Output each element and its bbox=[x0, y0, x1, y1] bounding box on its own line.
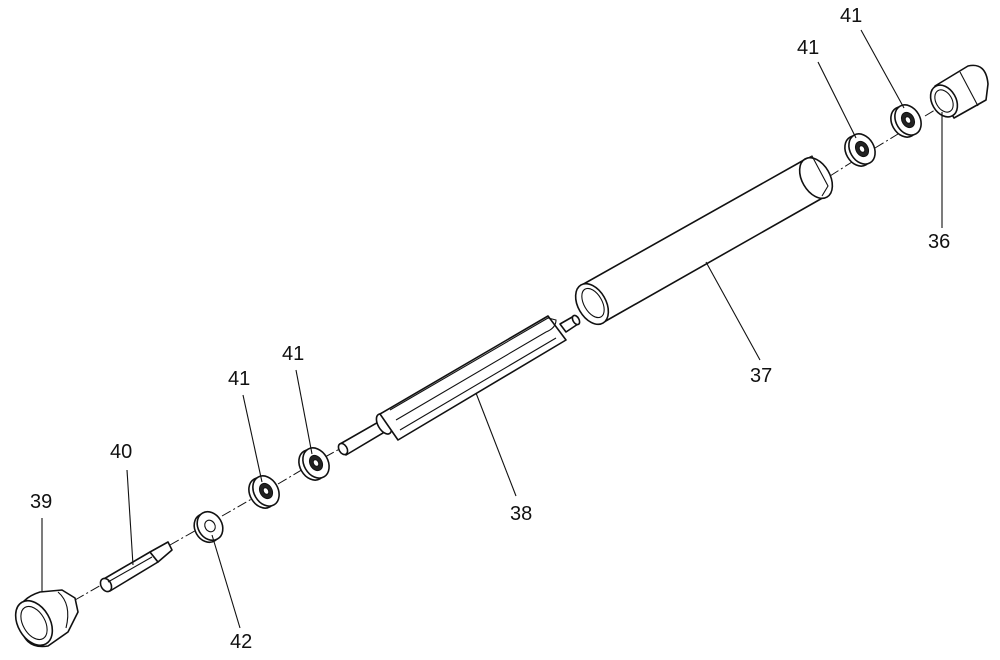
part-41-bearing-3 bbox=[844, 133, 876, 167]
part-41-bearing-4 bbox=[890, 104, 922, 138]
label-part-42: 42 bbox=[230, 631, 252, 653]
part-37-tube bbox=[574, 155, 834, 326]
label-part-40: 40 bbox=[110, 441, 132, 463]
label-part-41-top-b: 41 bbox=[840, 5, 862, 27]
label-part-38: 38 bbox=[510, 503, 532, 525]
leader-lines bbox=[41, 29, 943, 629]
part-41-bearing-1 bbox=[248, 475, 280, 509]
part-labels: 39 40 42 41 41 38 37 41 41 36 bbox=[30, 5, 950, 653]
label-part-39: 39 bbox=[30, 491, 52, 513]
label-part-41-top-a: 41 bbox=[797, 37, 819, 59]
part-36-end-sleeve bbox=[929, 64, 989, 119]
label-part-37: 37 bbox=[750, 365, 772, 387]
part-41-bearing-2 bbox=[298, 447, 330, 481]
part-40-hex-shaft bbox=[99, 541, 173, 593]
part-42-washer bbox=[193, 510, 224, 544]
label-part-41-mid-a: 41 bbox=[228, 368, 250, 390]
part-39-end-cap bbox=[14, 589, 79, 648]
part-38-slotted-shaft bbox=[337, 314, 581, 456]
label-part-36: 36 bbox=[928, 231, 950, 253]
label-part-41-mid-b: 41 bbox=[282, 343, 304, 365]
